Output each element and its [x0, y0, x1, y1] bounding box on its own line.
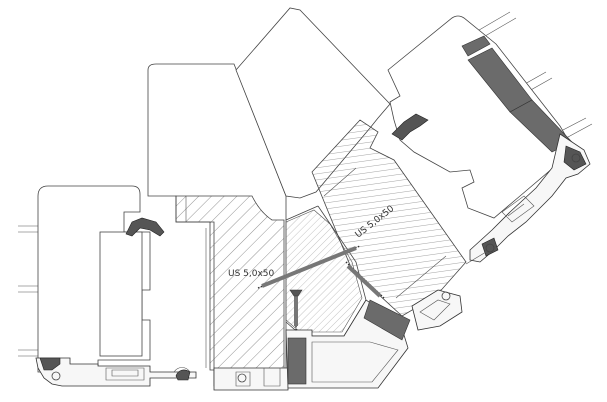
right-frame-hardware-detail — [419, 299, 451, 321]
right-glass-pane-edge — [461, 35, 491, 57]
left-frame-hatch — [175, 195, 285, 371]
corner-post-outline — [235, 7, 391, 199]
left-bottom-profile — [35, 357, 197, 387]
screw-label-left: US 5,0x50 — [228, 269, 275, 279]
left-frame-section — [147, 63, 289, 391]
right-sash-line — [465, 251, 487, 265]
left-sash-inner — [99, 231, 143, 357]
corner-post-dark-block — [287, 337, 307, 385]
corner-post-lower — [285, 209, 363, 333]
right-window-section — [387, 11, 593, 331]
screws — [257, 245, 385, 332]
corner-post-dark-block-right — [363, 299, 411, 341]
left-frame-bolt — [237, 373, 247, 383]
left-bottom-profile-detail — [105, 367, 191, 381]
screw-vertical-head — [289, 289, 303, 297]
left-drain-circle — [51, 371, 61, 381]
right-bottom-profile-detail — [501, 195, 535, 223]
left-frame-bottom-hardware — [213, 367, 289, 391]
right-frame-hardware — [411, 289, 463, 331]
left-window-section — [18, 185, 197, 387]
right-sash-seal — [391, 113, 429, 141]
right-frame-inner-line — [323, 167, 447, 299]
right-seal-circle — [485, 243, 495, 253]
corner-post-profile-inner — [311, 341, 399, 383]
left-frame-inner-line — [185, 196, 207, 368]
screw-diagonal-body — [346, 264, 382, 298]
left-bottom-seal — [39, 357, 191, 381]
right-drain-circle — [571, 153, 581, 163]
corner-post-section — [235, 7, 411, 389]
left-sash-seal — [125, 217, 165, 237]
left-frame-bottom-detail — [235, 368, 281, 387]
right-frame-bolt — [441, 291, 451, 301]
screw-horizontal-body — [261, 246, 357, 288]
